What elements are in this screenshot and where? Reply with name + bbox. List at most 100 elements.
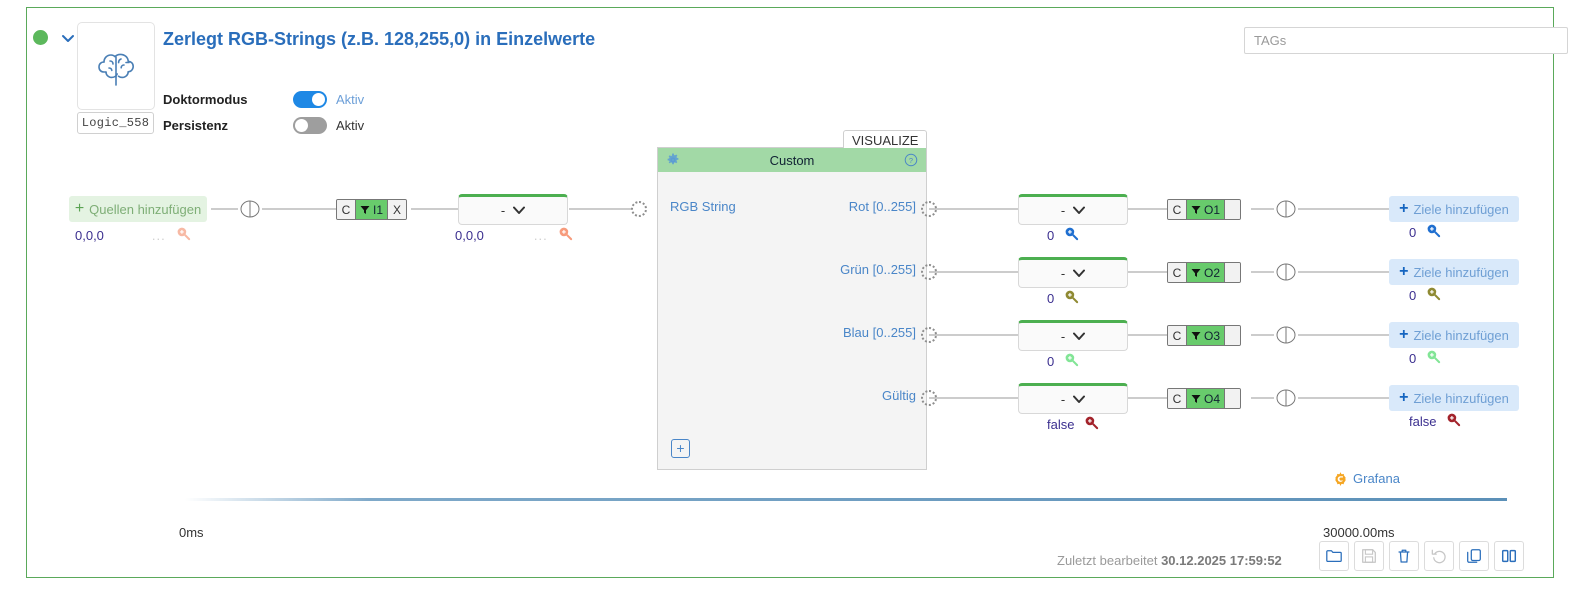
visualize-tab[interactable]: VISUALIZE bbox=[843, 130, 928, 149]
custom-output-port-blau[interactable] bbox=[921, 327, 937, 343]
chip-filter-segment-4[interactable]: O4 bbox=[1187, 389, 1225, 408]
chip-c-segment-4[interactable]: C bbox=[1168, 389, 1187, 408]
chip-blank-segment-1[interactable] bbox=[1224, 200, 1241, 219]
gear-icon[interactable] bbox=[666, 153, 680, 167]
chip-name: I1 bbox=[373, 202, 384, 217]
add-port-button[interactable]: + bbox=[671, 439, 690, 458]
output-split-connector-2[interactable] bbox=[1274, 263, 1298, 281]
grafana-label: Grafana bbox=[1353, 471, 1400, 486]
source-split-connector[interactable] bbox=[238, 200, 262, 218]
timeline-end-label: 30000.00ms bbox=[1323, 525, 1395, 540]
chip-c-segment-1[interactable]: C bbox=[1168, 200, 1187, 219]
target-inspect-icon-1[interactable] bbox=[1426, 223, 1441, 241]
target-inspect-icon-4[interactable] bbox=[1446, 412, 1461, 430]
plus-icon: + bbox=[1399, 263, 1409, 280]
add-target-button-3[interactable]: +Ziele hinzufügen bbox=[1389, 322, 1519, 348]
funnel-icon bbox=[1191, 268, 1201, 277]
custom-output-port-label-gueltig: Gültig bbox=[882, 388, 916, 403]
funnel-icon bbox=[1191, 331, 1201, 340]
output-mapping-dropdown-4[interactable]: - bbox=[1018, 383, 1128, 414]
custom-output-port-gueltig[interactable] bbox=[921, 390, 937, 406]
custom-output-port-label-gruen: Grün [0..255] bbox=[840, 262, 916, 277]
source-inspect-icon[interactable] bbox=[176, 226, 191, 244]
property-row-persistenz: Persistenz Aktiv bbox=[163, 114, 364, 136]
undo-icon bbox=[1431, 549, 1446, 564]
add-target-button-4[interactable]: +Ziele hinzufügen bbox=[1389, 385, 1519, 411]
chip-c-segment-2[interactable]: C bbox=[1168, 263, 1187, 282]
add-source-button[interactable]: + Quellen hinzufügen bbox=[69, 196, 207, 222]
output-chip-o2[interactable]: C O2 bbox=[1167, 262, 1242, 283]
custom-node-input-port[interactable] bbox=[631, 201, 647, 217]
target-value-4: false bbox=[1409, 413, 1437, 429]
input-mapped-inspect-icon[interactable] bbox=[558, 226, 573, 244]
trash-icon bbox=[1398, 549, 1410, 563]
tags-input[interactable] bbox=[1244, 27, 1568, 54]
timeline-bar[interactable] bbox=[185, 498, 1507, 501]
output-inspect-icon-3[interactable] bbox=[1064, 352, 1079, 370]
output-mapping-dropdown-1[interactable]: - bbox=[1018, 194, 1128, 225]
columns-icon bbox=[1501, 549, 1517, 563]
grafana-icon bbox=[1335, 472, 1346, 486]
custom-node-title: Custom bbox=[769, 152, 815, 168]
output-mapping-dropdown-2[interactable]: - bbox=[1018, 257, 1128, 288]
chevron-down-icon bbox=[1073, 269, 1086, 277]
delete-button[interactable] bbox=[1389, 541, 1419, 571]
grafana-link[interactable]: Grafana bbox=[1333, 471, 1400, 486]
plus-icon: + bbox=[74, 200, 85, 217]
add-target-button-2[interactable]: +Ziele hinzufügen bbox=[1389, 259, 1519, 285]
status-indicator bbox=[33, 30, 48, 45]
open-folder-button[interactable] bbox=[1319, 541, 1349, 571]
output-mapping-dropdown-3[interactable]: - bbox=[1018, 320, 1128, 351]
chip-c-segment-3[interactable]: C bbox=[1168, 326, 1187, 345]
chip-remove-segment[interactable]: X bbox=[387, 200, 407, 219]
output-inspect-icon-1[interactable] bbox=[1064, 226, 1079, 244]
output-mapping-value-4: - bbox=[1060, 392, 1066, 407]
custom-output-port-gruen[interactable] bbox=[921, 264, 937, 280]
chip-filter-segment-1[interactable]: O1 bbox=[1187, 200, 1225, 219]
target-inspect-icon-2[interactable] bbox=[1426, 286, 1441, 304]
custom-output-port-rot[interactable] bbox=[921, 201, 937, 217]
output-split-connector-3[interactable] bbox=[1274, 326, 1298, 344]
target-inspect-icon-3[interactable] bbox=[1426, 349, 1441, 367]
plus-icon: + bbox=[1399, 200, 1409, 217]
chip-blank-segment-4[interactable] bbox=[1224, 389, 1241, 408]
custom-output-port-label-rot: Rot [0..255] bbox=[848, 199, 916, 214]
brain-icon bbox=[77, 22, 155, 110]
output-value-row-3: 0 bbox=[1047, 352, 1079, 370]
input-mapping-dropdown[interactable]: - bbox=[458, 194, 568, 225]
chevron-down-icon bbox=[1073, 206, 1086, 214]
target-value-1: 0 bbox=[1409, 224, 1417, 240]
chip-filter-segment-2[interactable]: O2 bbox=[1187, 263, 1225, 282]
output-value-4: false bbox=[1047, 416, 1075, 432]
target-value-row-3: 0 bbox=[1409, 349, 1441, 367]
chip-filter-segment-3[interactable]: O3 bbox=[1187, 326, 1225, 345]
add-source-label: Quellen hinzufügen bbox=[89, 201, 202, 217]
chevron-down-icon bbox=[513, 206, 526, 214]
duplicate-button[interactable] bbox=[1459, 541, 1489, 571]
output-split-connector-1[interactable] bbox=[1274, 200, 1298, 218]
split-view-button[interactable] bbox=[1494, 541, 1524, 571]
output-split-connector-4[interactable] bbox=[1274, 389, 1298, 407]
output-inspect-icon-4[interactable] bbox=[1084, 415, 1099, 433]
toggle-doktormodus[interactable] bbox=[293, 90, 327, 108]
plus-icon: + bbox=[1399, 326, 1409, 343]
undo-button bbox=[1424, 541, 1454, 571]
input-chip-i1[interactable]: C I1 X bbox=[336, 199, 408, 220]
last-edited-timestamp: 30.12.2025 17:59:52 bbox=[1161, 553, 1282, 568]
collapse-chevron-icon[interactable] bbox=[60, 30, 76, 46]
help-circle-icon[interactable]: ? bbox=[904, 153, 918, 167]
add-target-button-1[interactable]: +Ziele hinzufügen bbox=[1389, 196, 1519, 222]
toggle-persistenz[interactable] bbox=[293, 116, 327, 134]
chip-name-2: O2 bbox=[1204, 265, 1221, 280]
chip-c-segment[interactable]: C bbox=[337, 200, 356, 219]
last-edited-prefix: Zuletzt bearbeitet bbox=[1057, 553, 1158, 568]
chip-blank-segment-2[interactable] bbox=[1224, 263, 1241, 282]
chip-blank-segment-3[interactable] bbox=[1224, 326, 1241, 345]
toggle-doktormodus-state: Aktiv bbox=[336, 91, 365, 107]
output-inspect-icon-2[interactable] bbox=[1064, 289, 1079, 307]
chip-filter-segment[interactable]: I1 bbox=[356, 200, 388, 219]
logic-block-container: Logic_558 Zerlegt RGB-Strings (z.B. 128,… bbox=[26, 7, 1568, 578]
